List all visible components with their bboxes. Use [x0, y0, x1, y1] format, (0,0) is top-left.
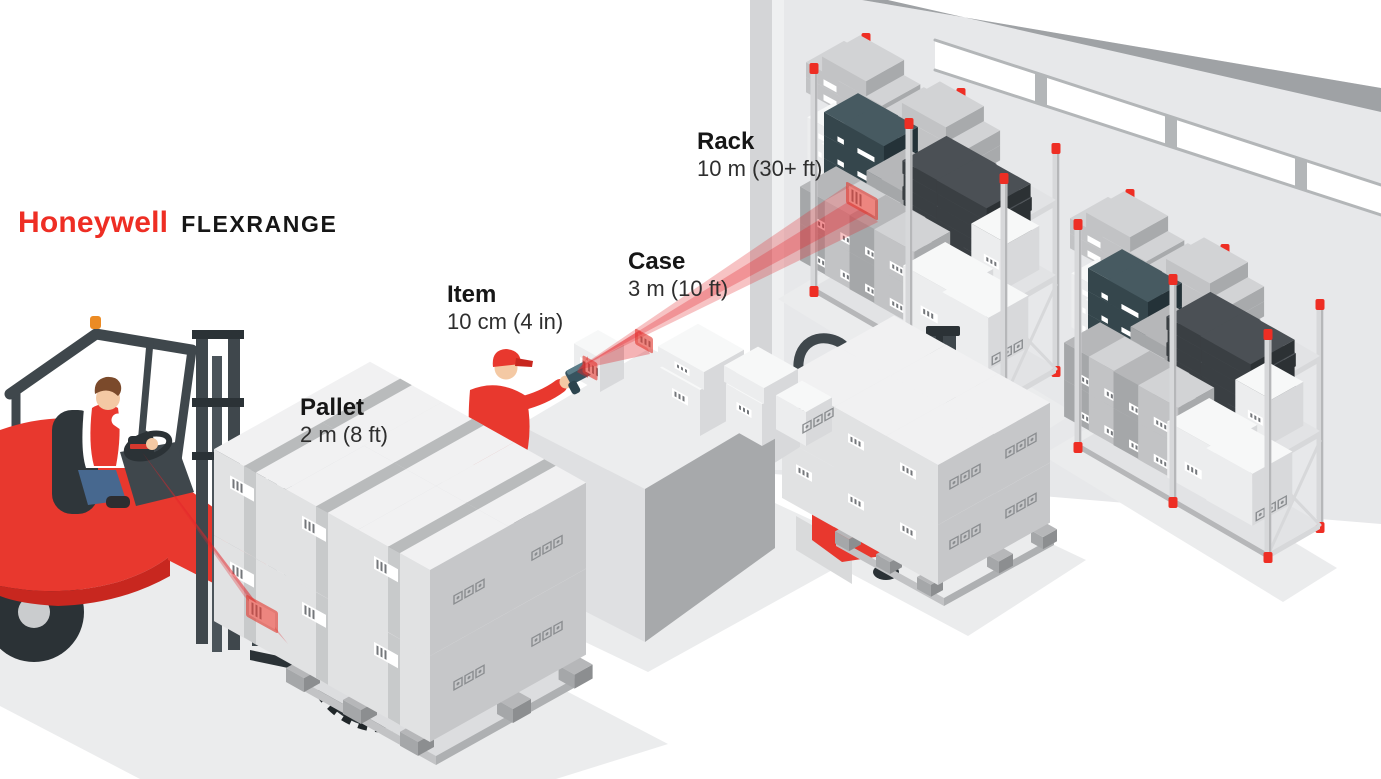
callout-item-distance: 10 cm (4 in): [447, 309, 564, 334]
scanner-laser-beams: [577, 181, 878, 381]
pallet-of-boxes: [214, 361, 593, 765]
callout-rack: Rack 10 m (30+ ft): [697, 128, 822, 182]
storage-rack-2: [1064, 189, 1325, 563]
logo: Honeywell FLEXRANGE: [18, 206, 337, 240]
callout-item: Item 10 cm (4 in): [447, 281, 563, 335]
callout-pallet-label: Pallet: [300, 394, 365, 421]
callout-pallet-distance: 2 m (8 ft): [300, 422, 389, 447]
callout-pallet: Pallet 2 m (8 ft): [300, 394, 388, 448]
forklift-laser-beam: [142, 452, 288, 644]
callout-rack-distance: 10 m (30+ ft): [697, 156, 823, 181]
storage-rack-1: [800, 33, 1061, 407]
flexrange-product-name: FLEXRANGE: [181, 211, 338, 237]
honeywell-wordmark: Honeywell: [18, 206, 169, 239]
callout-case-label: Case: [628, 248, 686, 275]
stacker-pallet-load: [782, 315, 1057, 606]
case-stack: [658, 323, 834, 446]
callout-rack-label: Rack: [697, 128, 755, 155]
callout-item-label: Item: [447, 281, 497, 308]
callout-case: Case 3 m (10 ft): [628, 248, 728, 302]
callout-case-distance: 3 m (10 ft): [628, 276, 729, 301]
